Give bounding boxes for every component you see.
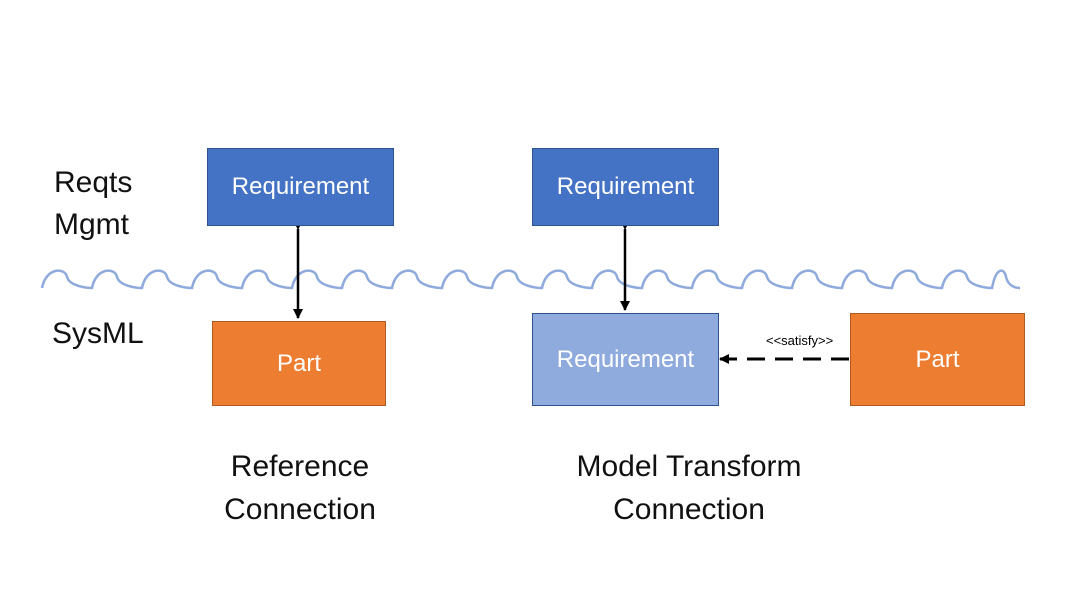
domain-boundary-wave bbox=[40, 269, 1021, 290]
reqts-mgmt-label-line1: Reqts bbox=[54, 166, 133, 199]
left-requirement-label: Requirement bbox=[231, 173, 370, 200]
reference-caption-line1: Reference bbox=[230, 450, 370, 483]
reqts-mgmt-label: Reqts Mgmt bbox=[54, 162, 132, 246]
model-transform-caption-line1: Model Transform bbox=[576, 450, 802, 483]
right-requirement-label: Requirement bbox=[556, 173, 695, 200]
satisfy-stereotype-label: <<satisfy>> bbox=[766, 333, 834, 348]
left-part-box[interactable]: Part bbox=[212, 321, 386, 406]
reference-caption-line2: Connection bbox=[224, 493, 376, 526]
sysml-requirement-box[interactable]: Requirement bbox=[532, 313, 719, 406]
sysml-label: SysML bbox=[52, 317, 144, 350]
right-part-box[interactable]: Part bbox=[850, 313, 1025, 406]
right-requirement-box[interactable]: Requirement bbox=[532, 148, 719, 226]
left-requirement-box[interactable]: Requirement bbox=[207, 148, 394, 226]
left-part-label: Part bbox=[276, 349, 321, 377]
reqts-mgmt-label-line2: Mgmt bbox=[54, 208, 129, 241]
model-transform-caption-line2: Connection bbox=[613, 493, 765, 526]
sysml-requirement-label: Requirement bbox=[556, 345, 695, 373]
right-part-label: Part bbox=[915, 345, 960, 373]
model-transform-connection-caption: Model Transform Connection bbox=[549, 445, 829, 531]
reference-connection-caption: Reference Connection bbox=[190, 445, 410, 531]
